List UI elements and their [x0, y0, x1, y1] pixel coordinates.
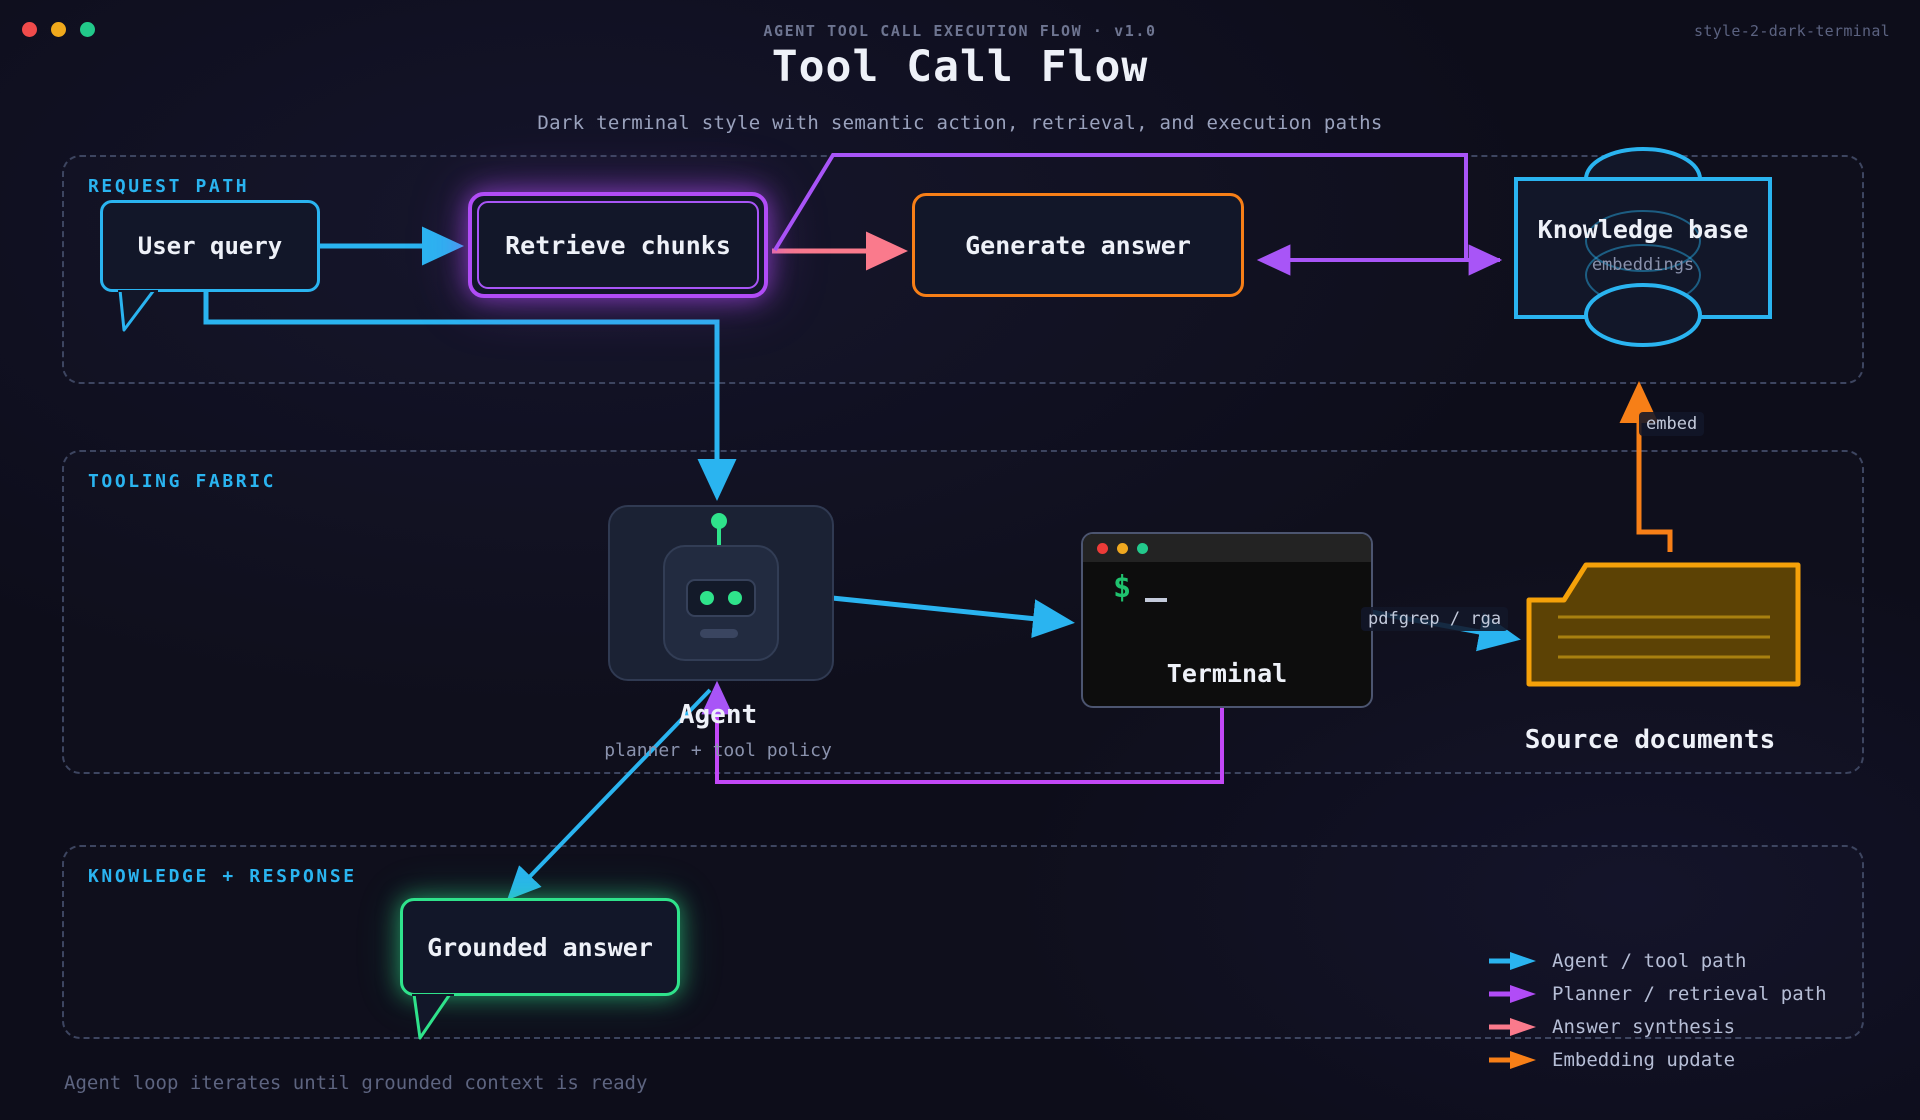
- legend: Agent / tool path Planner / retrieval pa…: [1488, 950, 1868, 1071]
- legend-label-agent-tool-path: Agent / tool path: [1552, 950, 1747, 972]
- footnote: Agent loop iterates until grounded conte…: [64, 1072, 648, 1094]
- window-traffic-lights: [22, 22, 95, 37]
- user-query-bubble-tail: [118, 290, 158, 332]
- legend-arrow-blue-icon: [1489, 952, 1536, 970]
- lane-title-request-path: REQUEST PATH: [88, 176, 250, 197]
- node-agent[interactable]: [608, 505, 834, 681]
- agent-antenna-icon: [717, 520, 721, 545]
- node-grounded-answer[interactable]: Grounded answer: [400, 898, 680, 996]
- style-badge: style-2-dark-terminal: [1694, 22, 1890, 40]
- agent-mouth-icon: [700, 629, 738, 638]
- agent-visor: [686, 579, 756, 617]
- legend-item-answer-synthesis: Answer synthesis: [1488, 1016, 1868, 1038]
- page-title: Tool Call Flow: [771, 42, 1149, 92]
- node-retrieve-chunks-label: Retrieve chunks: [505, 230, 731, 260]
- diagram-eyebrow: AGENT TOOL CALL EXECUTION FLOW · v1.0: [763, 22, 1157, 40]
- node-user-query[interactable]: User query: [100, 200, 320, 292]
- node-generate-answer[interactable]: Generate answer: [912, 193, 1244, 297]
- node-retrieve-chunks[interactable]: Retrieve chunks: [468, 192, 768, 298]
- legend-arrow-pink-icon: [1489, 1018, 1536, 1036]
- edge-label-pdfgrep: pdfgrep / rga: [1361, 607, 1509, 631]
- lane-title-knowledge-response: KNOWLEDGE + RESPONSE: [88, 866, 357, 887]
- lane-title-tooling-fabric: TOOLING FABRIC: [88, 471, 277, 492]
- terminal-frame: $ Terminal: [1081, 532, 1373, 708]
- node-terminal-label: Terminal: [1166, 659, 1288, 688]
- node-source-documents-label: Source documents: [1524, 725, 1776, 755]
- terminal-cursor-icon: [1145, 598, 1167, 602]
- terminal-minimize-dot[interactable]: [1117, 542, 1128, 554]
- node-knowledge-base-sublabel: embeddings: [1591, 255, 1695, 275]
- legend-item-planner-retrieval-path: Planner / retrieval path: [1488, 983, 1868, 1005]
- terminal-maximize-dot[interactable]: [1137, 542, 1148, 554]
- database-cylinder-icon: [1514, 147, 1772, 347]
- edge-label-embed: embed: [1639, 412, 1705, 436]
- page-subtitle: Dark terminal style with semantic action…: [537, 112, 1383, 134]
- node-generate-answer-label: Generate answer: [965, 230, 1191, 260]
- agent-eye-left-icon: [700, 591, 714, 605]
- node-knowledge-base-label: Knowledge base: [1537, 215, 1749, 244]
- node-source-documents[interactable]: [1526, 555, 1801, 687]
- window-close-dot[interactable]: [22, 22, 37, 37]
- legend-label-planner-retrieval-path: Planner / retrieval path: [1552, 983, 1827, 1005]
- legend-label-embedding-update: Embedding update: [1552, 1049, 1736, 1071]
- terminal-prompt-icon: $: [1113, 570, 1132, 605]
- legend-arrow-purple-icon: [1489, 985, 1536, 1003]
- node-grounded-answer-label: Grounded answer: [427, 932, 653, 962]
- lane-knowledge-response: [62, 845, 1864, 1039]
- legend-label-answer-synthesis: Answer synthesis: [1552, 1016, 1736, 1038]
- terminal-close-dot[interactable]: [1097, 542, 1108, 554]
- node-knowledge-base[interactable]: Knowledge base embeddings: [1514, 147, 1772, 347]
- node-agent-sublabel: planner + tool policy: [604, 740, 832, 761]
- window-minimize-dot[interactable]: [51, 22, 66, 37]
- window-maximize-dot[interactable]: [80, 22, 95, 37]
- folder-icon: [1526, 562, 1801, 687]
- node-agent-label: Agent: [678, 700, 758, 730]
- agent-antenna-tip-icon: [711, 513, 727, 529]
- node-terminal[interactable]: $ Terminal: [1081, 532, 1373, 708]
- grounded-answer-bubble-tail: [412, 994, 454, 1040]
- legend-item-agent-tool-path: Agent / tool path: [1488, 950, 1868, 972]
- legend-arrow-orange-icon: [1489, 1051, 1536, 1069]
- legend-item-embedding-update: Embedding update: [1488, 1049, 1868, 1071]
- node-user-query-label: User query: [137, 232, 283, 260]
- terminal-titlebar: [1083, 534, 1371, 562]
- agent-eye-right-icon: [728, 591, 742, 605]
